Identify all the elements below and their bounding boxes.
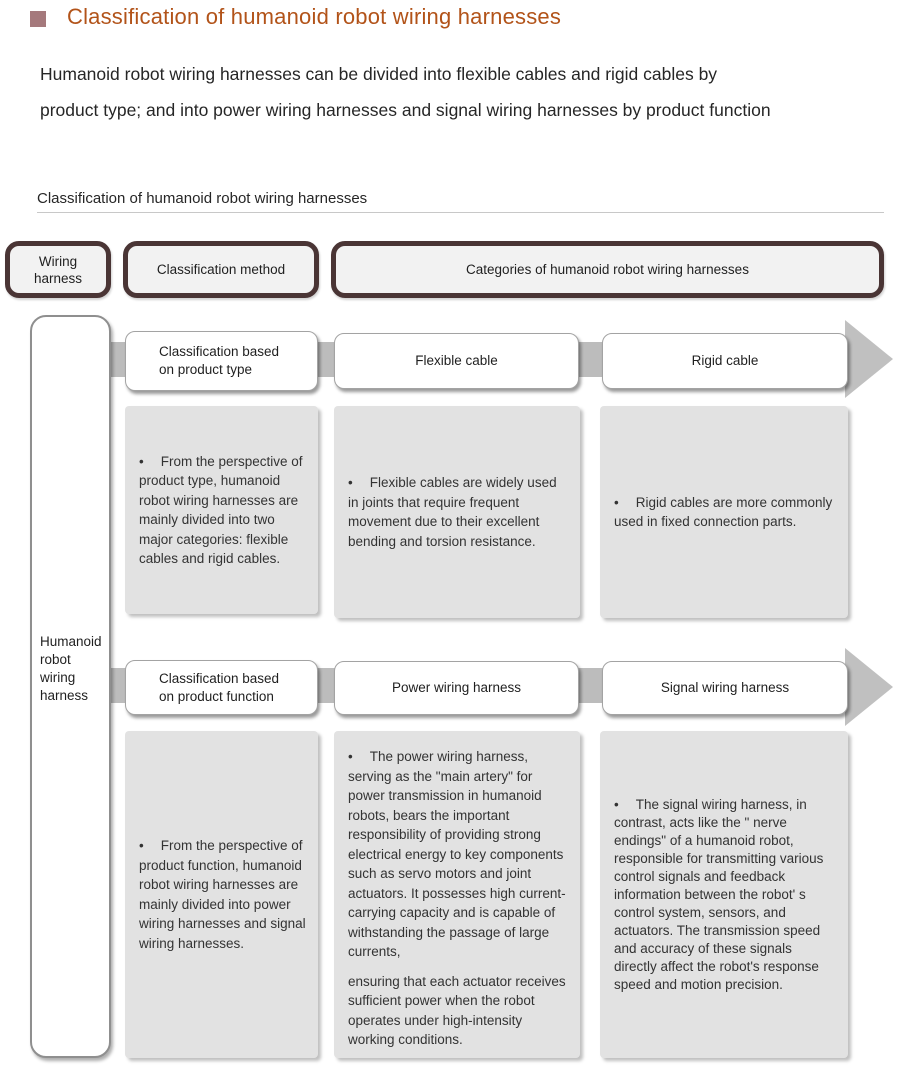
note-text: ensuring that each actuator receives suf… [348,973,566,1048]
node-rigid-cable: Rigid cable [602,333,848,389]
note-product-function: •From the perspective of product functio… [125,731,318,1058]
header-classification-method-label: Classification method [156,262,286,277]
node-label: Classification based on product function [159,670,280,704]
note-signal-wiring-harness: •The signal wiring harness, in contrast,… [600,731,848,1058]
node-signal-wiring-harness: Signal wiring harness [602,661,848,715]
arrow-right-icon [845,320,893,398]
note-rigid-cable: •Rigid cables are more commonly used in … [600,406,848,618]
node-power-wiring-harness: Power wiring harness [334,661,579,715]
node-flexible-cable: Flexible cable [334,333,579,389]
arrow-right-icon [845,648,893,726]
bullet-icon: • [139,453,144,469]
node-label: Flexible cable [415,353,498,368]
intro-paragraph: Humanoid robot wiring harnesses can be d… [40,64,771,120]
root-node-humanoid-robot-wiring-harness: Humanoid robot wiring harness [30,315,111,1058]
node-label: Rigid cable [691,353,759,368]
note-text: •The power wiring harness, serving as th… [348,749,566,959]
note-product-type: •From the perspective of product type, h… [125,406,318,614]
note-text: •From the perspective of product functio… [139,838,306,951]
bullet-icon: • [139,838,144,853]
node-label: Signal wiring harness [660,680,790,695]
header-wiring-harness-label: Wiring harness [33,253,83,286]
note-text: •Flexible cables are widely used in join… [348,475,557,549]
header-categories-label: Categories of humanoid robot wiring harn… [466,262,749,277]
node-classification-by-product-type: Classification based on product type [125,331,318,391]
header-categories: Categories of humanoid robot wiring harn… [331,241,884,298]
note-text: •Rigid cables are more commonly used in … [614,494,833,530]
page-title: Classification of humanoid robot wiring … [67,4,562,29]
note-power-wiring-harness: •The power wiring harness, serving as th… [334,731,580,1058]
diagram-caption: Classification of humanoid robot wiring … [37,190,884,213]
node-label: Power wiring harness [391,680,522,695]
root-node-label: Humanoid robot wiring harness [40,633,102,703]
title-marker-square [30,11,46,27]
header-classification-method: Classification method [123,241,319,298]
header-wiring-harness: Wiring harness [5,241,111,298]
node-label: Classification based on product type [159,344,280,377]
note-text: •The signal wiring harness, in contrast,… [614,796,824,992]
bullet-icon: • [614,494,619,510]
bullet-icon: • [614,796,619,812]
bullet-icon: • [348,475,353,490]
bullet-icon: • [348,749,353,764]
node-classification-by-product-function: Classification based on product function [125,660,318,715]
note-flexible-cable: •Flexible cables are widely used in join… [334,406,580,618]
note-text: •From the perspective of product type, h… [139,453,303,567]
